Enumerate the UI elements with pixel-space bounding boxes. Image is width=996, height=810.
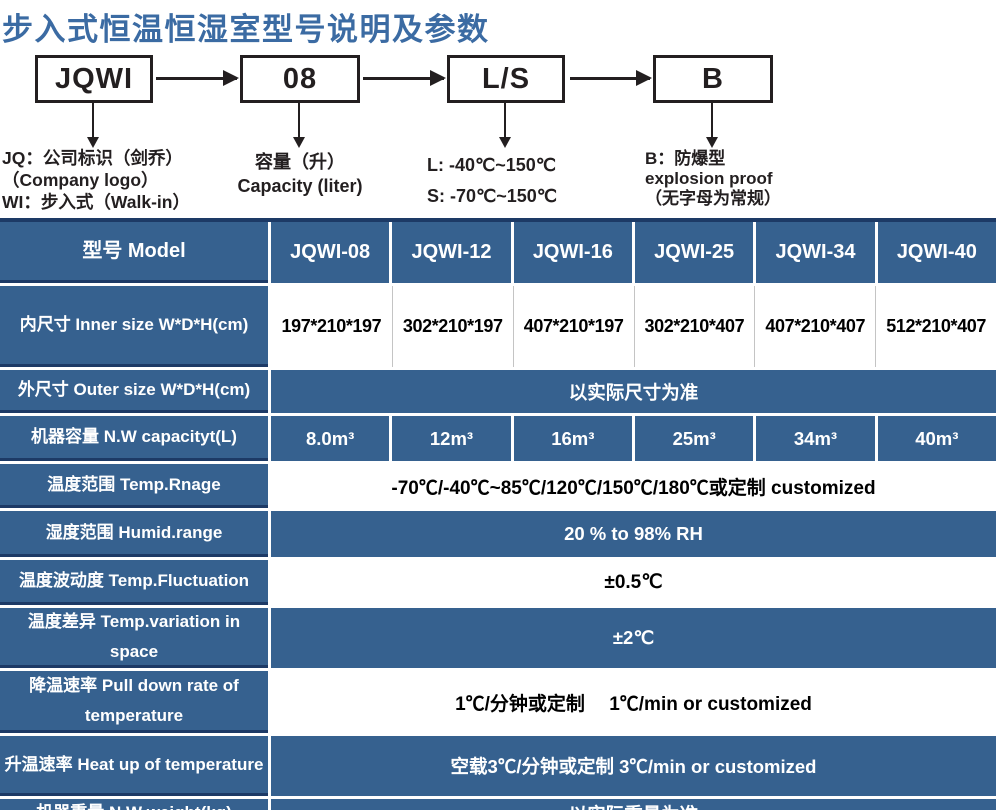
- cell-weight-partial: 以实际重量为准: [271, 799, 996, 810]
- arrow-down-icon: [499, 103, 511, 148]
- cell-capacity: 8.0m³: [271, 416, 390, 461]
- caption-line: （Company logo）: [2, 170, 159, 190]
- cell-pull-down-rate: 1℃/分钟或定制 1℃/min or customized: [271, 671, 996, 733]
- caption-line: L: -40℃~150℃: [427, 155, 556, 175]
- cell-heat-up-rate: 空载3℃/分钟或定制 3℃/min or customized: [271, 736, 996, 796]
- arrow-right-icon: [570, 70, 652, 86]
- page-title: 步入式恒温恒湿室型号说明及参数: [2, 12, 490, 47]
- cell-inner-size: 302*210*407: [633, 286, 755, 367]
- cell-inner-size: 197*210*197: [281, 316, 382, 336]
- header-model: JQWI-25: [635, 222, 754, 283]
- cell-capacity: 25m³: [635, 416, 754, 461]
- arrow-right-icon: [363, 70, 446, 86]
- table-row-inner-size: 197*210*197 302*210*197 407*210*197 302*…: [271, 286, 996, 367]
- caption-explosion-proof: B：防爆型 explosion proof （无字母为常规）: [645, 149, 781, 209]
- row-label-temp-variation: 温度差异 Temp.variation in space: [0, 608, 268, 668]
- row-label-temp-fluctuation: 温度波动度 Temp.Fluctuation: [0, 560, 268, 605]
- caption-line: S: -70℃~150℃: [427, 186, 557, 206]
- header-model: JQWI-40: [877, 222, 996, 283]
- code-box-capacity: 08: [240, 55, 360, 103]
- spec-table: 型号 Model JQWI-08 JQWI-12 JQWI-16 JQWI-25…: [0, 218, 996, 810]
- arrow-down-icon: [87, 103, 99, 148]
- cell-inner-size: 407*210*407: [754, 286, 875, 367]
- caption-line: JQ：公司标识（剑乔）: [2, 148, 183, 168]
- caption-line: WI：步入式（Walk-in）: [2, 192, 190, 212]
- cell-temp-fluctuation: ±0.5℃: [271, 560, 996, 605]
- model-code-diagram: JQWI 08 L/S B JQ：公司标识（剑乔） （Company logo）…: [0, 0, 996, 218]
- header-model: JQWI-34: [756, 222, 875, 283]
- header-model-label: 型号 Model: [0, 222, 268, 283]
- arrow-right-icon: [156, 70, 239, 86]
- cell-temp-range: -70℃/-40℃~85℃/120℃/150℃/180℃或定制 customiz…: [271, 464, 996, 508]
- cell-humidity-range: 20 % to 98% RH: [271, 511, 996, 557]
- caption-capacity: 容量（升） Capacity (liter): [210, 150, 390, 198]
- code-box-temp-class: L/S: [447, 55, 565, 103]
- row-label-humidity-range: 湿度范围 Humid.range: [0, 511, 268, 557]
- cell-capacity: 40m³: [877, 416, 996, 461]
- row-label-weight-partial: 机器重量 N.W weight(kg): [0, 799, 268, 810]
- cell-inner-size: 407*210*197: [512, 286, 634, 367]
- row-label-outer-size: 外尺寸 Outer size W*D*H(cm): [0, 370, 268, 413]
- header-model: JQWI-12: [392, 222, 511, 283]
- header-model: JQWI-16: [513, 222, 632, 283]
- cell-capacity: 34m³: [756, 416, 875, 461]
- cell-capacity: 16m³: [513, 416, 632, 461]
- caption-temp-class: L: -40℃~150℃ S: -70℃~150℃: [427, 150, 557, 212]
- row-label-inner-size: 内尺寸 Inner size W*D*H(cm): [0, 286, 268, 367]
- cell-capacity: 12m³: [392, 416, 511, 461]
- code-box-explosion: B: [653, 55, 773, 103]
- caption-line: Capacity (liter): [237, 176, 363, 196]
- row-label-capacity: 机器容量 N.W capacityt(L): [0, 416, 268, 461]
- code-box-jqwi: JQWI: [35, 55, 153, 103]
- cell-temp-variation: ±2℃: [271, 608, 996, 668]
- row-label-heat-up-rate: 升温速率 Heat up of temperature: [0, 736, 268, 796]
- row-label-pull-down-rate: 降温速率 Pull down rate of temperature: [0, 671, 268, 733]
- cell-inner-size: 302*210*197: [391, 286, 513, 367]
- caption-company-logo: JQ：公司标识（剑乔） （Company logo） WI：步入式（Walk-i…: [2, 147, 190, 213]
- caption-line: explosion proof: [645, 169, 773, 188]
- arrow-down-icon: [706, 103, 718, 148]
- caption-line: （无字母为常规）: [645, 189, 781, 208]
- cell-inner-size: 512*210*407: [875, 286, 996, 367]
- caption-line: 容量（升）: [255, 152, 345, 172]
- cell-outer-size: 以实际尺寸为准: [271, 370, 996, 413]
- header-model: JQWI-08: [271, 222, 390, 283]
- caption-line: B：防爆型: [645, 149, 726, 168]
- row-label-temp-range: 温度范围 Temp.Rnage: [0, 464, 268, 508]
- arrow-down-icon: [293, 103, 305, 148]
